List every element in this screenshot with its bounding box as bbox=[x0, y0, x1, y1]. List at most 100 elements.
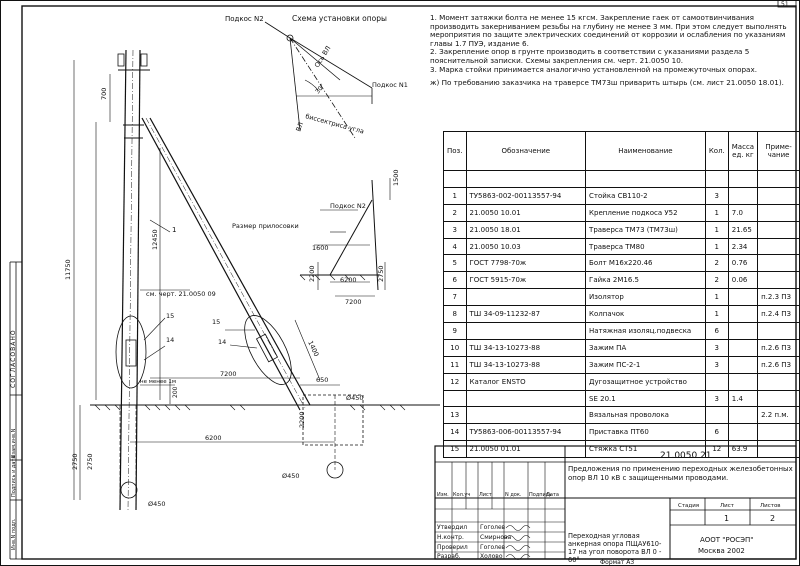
dim-200: 200 bbox=[172, 386, 179, 398]
dim-12450: 12450 bbox=[151, 229, 159, 250]
dim-7200-detail: 7200 bbox=[345, 298, 362, 306]
dim-2750-detail: 2750 bbox=[377, 265, 385, 282]
spec-cell bbox=[727, 372, 759, 391]
spec-cell: ГОСТ 5915-70ж bbox=[465, 271, 587, 290]
installation-scheme bbox=[264, 21, 373, 139]
stage-header: Стадия bbox=[678, 503, 699, 509]
spec-cell: Стяжка СТ51 bbox=[585, 440, 706, 459]
spec-cell: 12 bbox=[704, 440, 729, 459]
sheets-value: 2 bbox=[770, 514, 775, 523]
spec-header-mass: Масса ед. кг bbox=[727, 131, 759, 171]
spec-cell bbox=[727, 186, 759, 205]
scheme-brace2-label: Подкос N2 bbox=[225, 15, 264, 23]
spec-cell: Зажим ПС-2-1 bbox=[585, 355, 706, 374]
spec-cell: Вязальная проволока bbox=[585, 406, 706, 425]
leader-1-label: 1 bbox=[172, 226, 176, 234]
scheme-angle-label: 30° bbox=[314, 83, 326, 96]
spec-cell bbox=[757, 254, 800, 273]
org-name: АООТ "РОСЭП" bbox=[700, 536, 754, 544]
spec-cell bbox=[757, 186, 800, 205]
spec-cell: 4 bbox=[443, 237, 467, 256]
role-checked: Проверил bbox=[437, 544, 468, 551]
spec-cell: 6 bbox=[704, 322, 729, 340]
sheets-header: Листов bbox=[760, 503, 781, 509]
spec-cell: Зажим ПА bbox=[585, 338, 706, 357]
rev-header-date: Дата bbox=[546, 492, 559, 498]
spec-cell: 1 bbox=[704, 237, 729, 256]
spec-cell bbox=[757, 423, 800, 442]
spec-cell: Траверса ТМ80 bbox=[585, 237, 706, 256]
sidebar-sign-date: Подпись и дата bbox=[11, 456, 17, 497]
spec-cell: 3 bbox=[704, 355, 729, 374]
spec-cell: Каталог ENSTO bbox=[465, 372, 587, 391]
rev-header-kol: Кол.уч bbox=[453, 492, 470, 498]
org-city: Москва 2002 bbox=[698, 547, 745, 555]
dim-6200: 6200 bbox=[205, 434, 222, 442]
sidebar-replace: Взам.инв.N bbox=[11, 428, 17, 458]
spec-cell: 0.06 bbox=[727, 271, 759, 290]
spec-cell: 2 bbox=[704, 254, 729, 273]
spec-cell: ТШ 34-13-10273-88 bbox=[465, 355, 587, 374]
spec-cell: п.2.6 ПЗ bbox=[757, 338, 800, 357]
spec-cell: 7.0 bbox=[727, 203, 759, 222]
callout-15-left: 15 bbox=[166, 312, 174, 320]
spec-cell bbox=[757, 389, 800, 408]
page-number: 51 bbox=[781, 1, 789, 8]
dim-1600: 1600 bbox=[312, 244, 329, 252]
spec-cell bbox=[757, 203, 800, 222]
dim-phi450-mid: Ø450 bbox=[282, 472, 300, 480]
dim-650: 650 bbox=[316, 376, 328, 384]
spec-cell bbox=[465, 389, 587, 408]
spec-cell: 7 bbox=[443, 288, 467, 307]
callout-14-right: 14 bbox=[218, 338, 226, 346]
spec-cell bbox=[704, 406, 729, 425]
spec-cell: 1 bbox=[704, 203, 729, 222]
spec-cell bbox=[465, 288, 587, 307]
spec-cell: 3 bbox=[443, 220, 467, 239]
spec-cell: 2 bbox=[443, 203, 467, 222]
role-developed: Разраб. bbox=[437, 553, 461, 560]
person-approved: Гоголев bbox=[480, 524, 506, 531]
pole-elevation bbox=[73, 49, 440, 511]
spec-cell: 5 bbox=[443, 254, 467, 273]
spec-cell: Крепление подкоса У52 bbox=[585, 203, 706, 222]
note-2: 2. Закрепление опор в грунте производить… bbox=[430, 47, 750, 65]
signature-marks bbox=[505, 525, 531, 560]
spec-cell bbox=[443, 389, 467, 408]
spec-cell: 3 bbox=[704, 338, 729, 357]
spec-cell bbox=[727, 305, 759, 324]
revision-headers: Изм. Кол.уч Лист N док. Подпись Дата bbox=[437, 492, 559, 498]
spec-cell: Траверса ТМ73 (ТМ73ш) bbox=[585, 220, 706, 239]
scheme-bisector-label: биссектриса угла bbox=[304, 112, 364, 135]
sheet-value: 1 bbox=[724, 514, 729, 523]
spec-cell: 21.0050 10.03 bbox=[465, 237, 587, 256]
spec-cell bbox=[727, 322, 759, 340]
spec-cell bbox=[757, 440, 800, 459]
spec-cell bbox=[704, 372, 729, 391]
spec-cell: 1 bbox=[704, 288, 729, 307]
spec-cell: ТШ 34-13-10273-88 bbox=[465, 338, 587, 357]
specification-table: Поз. Обозначение Наименование Кол. Масса… bbox=[443, 131, 800, 459]
note-1: 1. Момент затяжки болта не менее 15 кгсм… bbox=[430, 13, 787, 48]
spec-cell: 63.9 bbox=[727, 440, 759, 459]
spec-cell: 8 bbox=[443, 305, 467, 324]
rev-header-list: Лист bbox=[479, 492, 492, 498]
spec-cell: Колпачок bbox=[585, 305, 706, 324]
spec-header-qty: Кол. bbox=[704, 131, 729, 171]
scheme-vl-label: ВЛ bbox=[294, 121, 305, 133]
spec-cell: Натяжная изоляц.подвеска bbox=[585, 322, 706, 340]
spec-header-name: Наименование bbox=[585, 131, 706, 171]
spec-cell: 3 bbox=[704, 389, 729, 408]
spec-cell: 21.65 bbox=[727, 220, 759, 239]
dim-11750: 11750 bbox=[64, 259, 72, 280]
spec-cell: SE 20.1 bbox=[585, 389, 706, 408]
